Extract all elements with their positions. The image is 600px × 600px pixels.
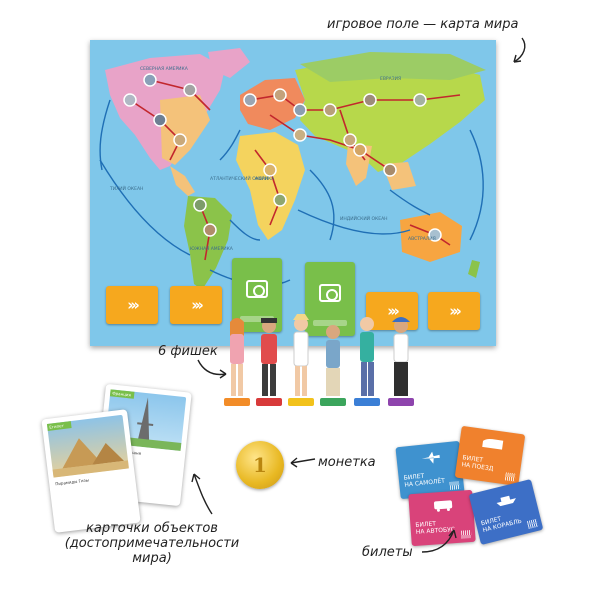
ship-icon	[496, 495, 516, 507]
figure-2	[256, 318, 282, 406]
greenland	[208, 48, 250, 78]
coin: 1	[236, 441, 284, 489]
europe	[240, 78, 305, 130]
figure-5	[354, 317, 380, 406]
board-label: игровое поле — карта мира	[327, 17, 519, 32]
train-icon	[482, 438, 504, 450]
camera-icon	[319, 284, 341, 302]
svg-text:ЕВРАЗИЯ: ЕВРАЗИЯ	[380, 76, 401, 82]
central-america	[170, 166, 195, 196]
game-figures	[224, 314, 414, 406]
figure-4	[320, 325, 346, 406]
figures-label: 6 фишек	[158, 344, 218, 359]
figure-6	[388, 317, 414, 406]
arrow-pad-2: ›››	[170, 286, 222, 324]
arrow-pad-1: ›››	[106, 286, 158, 324]
svg-text:ЮЖНАЯ АМЕРИКА: ЮЖНАЯ АМЕРИКА	[190, 246, 234, 252]
arrow-icon	[290, 457, 316, 468]
game-board: СЕВЕРНАЯ АМЕРИКА ЕВРАЗИЯ АФРИКА ЮЖНАЯ АМ…	[90, 40, 496, 346]
arrow-icon	[513, 37, 526, 63]
plane-icon	[421, 451, 440, 464]
bus-icon	[433, 500, 453, 512]
object-card-2: Египет Пирамиды Гизы	[41, 409, 141, 533]
arrow-pad-4: ›››	[428, 292, 480, 330]
africa	[236, 132, 305, 240]
north-america-east	[160, 95, 210, 165]
svg-text:АТЛАНТИЧЕСКИЙ ОКЕАН: АТЛАНТИЧЕСКИЙ ОКЕАН	[210, 175, 268, 182]
arrow-pad-3: ›››	[366, 292, 418, 330]
arrow-icon	[197, 359, 227, 379]
figure-1	[224, 318, 250, 406]
world-map: СЕВЕРНАЯ АМЕРИКА ЕВРАЗИЯ АФРИКА ЮЖНАЯ АМ…	[99, 48, 486, 290]
svg-text:ТИХИЙ ОКЕАН: ТИХИЙ ОКЕАН	[109, 185, 143, 192]
svg-text:АФРИКА: АФРИКА	[255, 176, 275, 182]
camera-icon	[246, 280, 268, 298]
cards-label: карточки объектов (достопримечательности…	[64, 521, 240, 566]
arrow-icon	[191, 473, 213, 515]
pyramids-photo	[46, 414, 129, 478]
figure-3	[288, 314, 314, 406]
arrow-icon	[421, 529, 457, 553]
photo-card-slot-2	[305, 262, 355, 336]
coin-label: монетка	[318, 455, 376, 470]
svg-text:ИНДИЙСКИЙ ОКЕАН: ИНДИЙСКИЙ ОКЕАН	[340, 215, 388, 222]
russia	[300, 52, 486, 82]
svg-text:АВСТРАЛИЯ: АВСТРАЛИЯ	[408, 236, 436, 242]
new-zealand	[468, 260, 480, 278]
svg-text:СЕВЕРНАЯ АМЕРИКА: СЕВЕРНАЯ АМЕРИКА	[140, 66, 189, 72]
tickets-label: билеты	[362, 545, 413, 560]
